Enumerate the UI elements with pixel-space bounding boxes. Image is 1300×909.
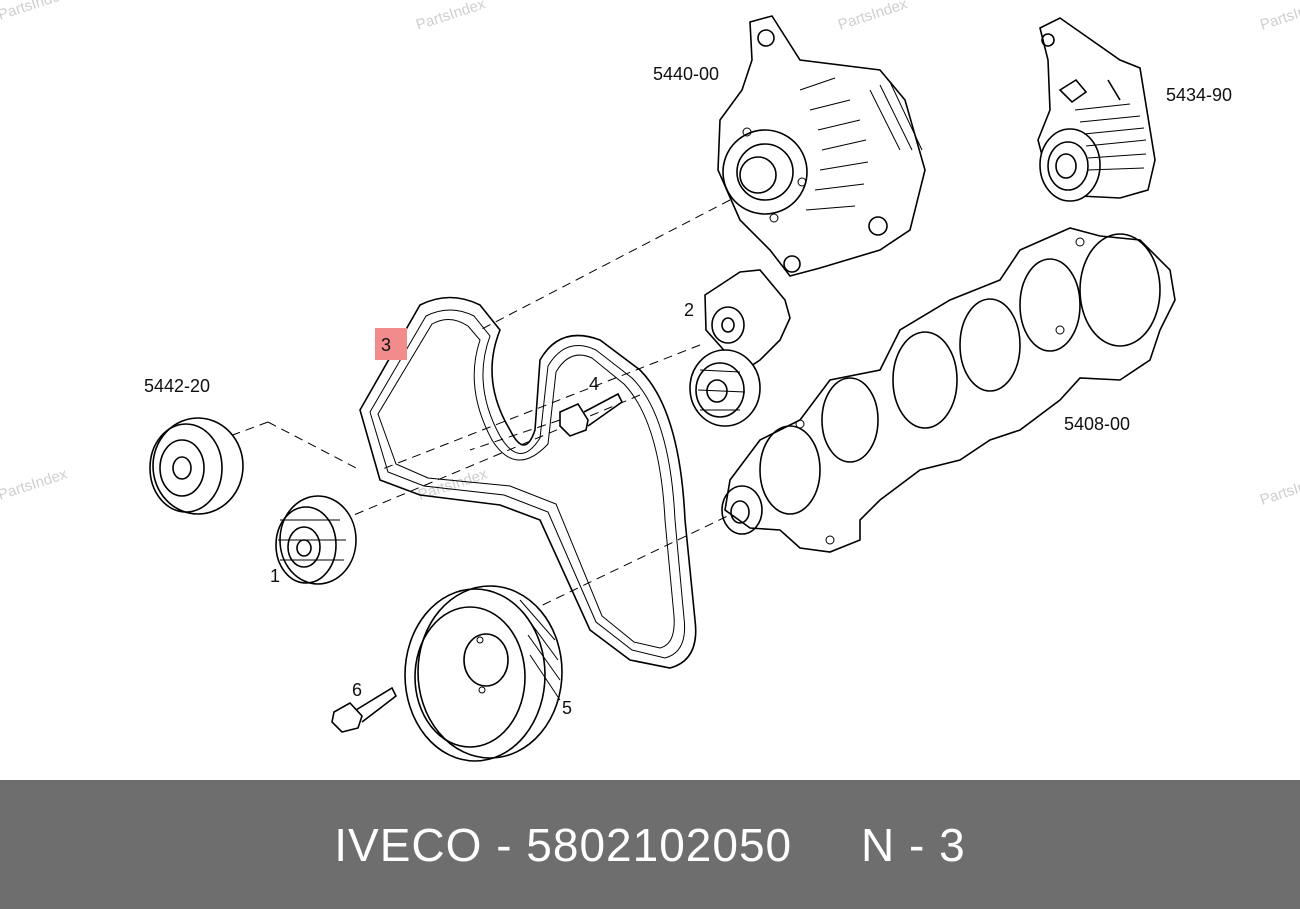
- watermark: PartsIndex: [414, 0, 488, 34]
- label-idler-pulley[interactable]: 5442-20: [144, 376, 210, 396]
- label-item-6[interactable]: 6: [352, 680, 362, 700]
- watermark: PartsIndex: [1258, 0, 1300, 34]
- watermark: PartsIndex: [0, 465, 70, 503]
- watermark: PartsIndex: [0, 0, 70, 24]
- label-item-1[interactable]: 1: [270, 566, 280, 586]
- label-item-5[interactable]: 5: [562, 698, 572, 718]
- label-item-2[interactable]: 2: [684, 300, 694, 320]
- watermark: PartsIndex: [836, 0, 910, 34]
- highlight-marker: [375, 328, 407, 360]
- crankshaft-pulley[interactable]: [404, 585, 563, 762]
- label-alternator[interactable]: 5440-00: [653, 64, 719, 84]
- label-item-3[interactable]: 3: [381, 335, 391, 355]
- label-crankshaft[interactable]: 5408-00: [1064, 414, 1130, 434]
- parts-diagram: PartsIndex PartsIndex PartsIndex PartsIn…: [0, 0, 1300, 762]
- label-item-4[interactable]: 4: [589, 374, 599, 394]
- idler-pulley-1[interactable]: [275, 495, 357, 585]
- watermark: PartsIndex: [1258, 470, 1300, 508]
- alternator[interactable]: [717, 15, 926, 277]
- footer-banner: IVECO - 5802102050 N - 3: [0, 780, 1300, 909]
- bolt-4[interactable]: [559, 392, 624, 437]
- poly-v-belt[interactable]: [359, 296, 697, 669]
- bolt-6[interactable]: [331, 686, 398, 733]
- label-tensioner-bracket[interactable]: 5434-90: [1166, 85, 1232, 105]
- tensioner-assembly[interactable]: [689, 269, 791, 427]
- idler-pulley-5442-20[interactable]: [149, 417, 244, 515]
- tensioner-bracket[interactable]: [1037, 17, 1156, 202]
- label-layer: 5440-00 5434-90 5442-20 5408-00 1 2 3 4 …: [144, 64, 1232, 718]
- part-number-caption: IVECO - 5802102050 N - 3: [334, 818, 966, 871]
- assembly-lines: [229, 199, 741, 641]
- crankshaft[interactable]: [721, 227, 1176, 553]
